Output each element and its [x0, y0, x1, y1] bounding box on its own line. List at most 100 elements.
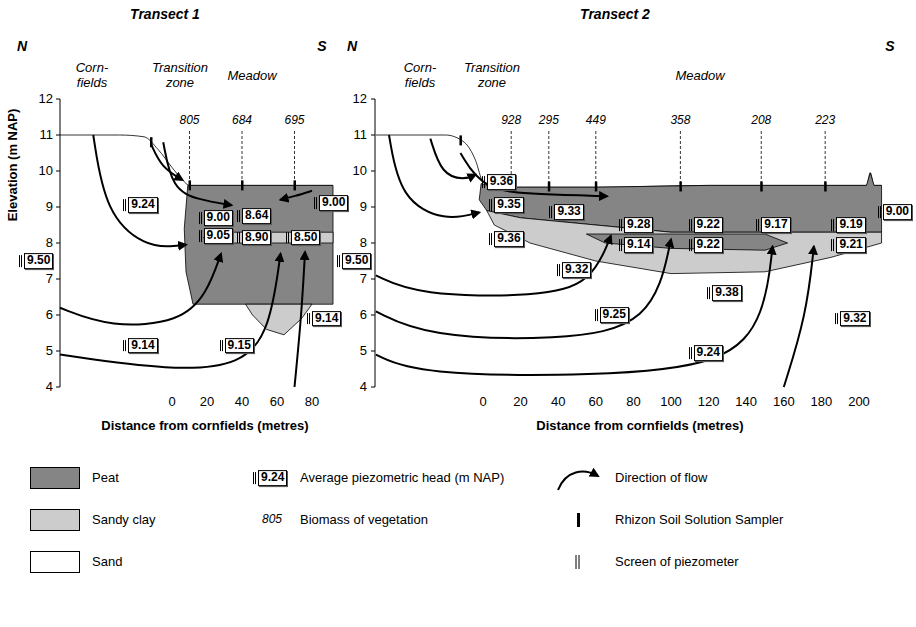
biomass-line — [189, 131, 190, 185]
axis-tick: 160 — [773, 395, 795, 410]
axis-tick: 40 — [551, 395, 565, 410]
peat-layer — [586, 234, 787, 250]
head-value: 9.36 — [497, 231, 520, 245]
zone-label: Transition zone — [453, 61, 531, 91]
axis-title: Elevation (m NAP) — [6, 109, 21, 222]
piezometer-head: 9.32 — [840, 311, 869, 327]
legend-text: Rhizon Soil Solution Sampler — [615, 513, 783, 528]
axis-tick: 11 — [354, 128, 368, 143]
flow-arrow — [93, 135, 186, 246]
head-value: 9.19 — [839, 217, 862, 231]
axis-tick-mark — [371, 387, 375, 388]
piezometer-head: 9.14 — [312, 311, 341, 327]
head-value: 9.22 — [697, 217, 720, 231]
head-value: 9.50 — [345, 253, 368, 267]
rhizon-sampler — [548, 181, 551, 191]
biomass-value: 358 — [669, 114, 691, 128]
sand-layer — [60, 135, 333, 387]
zone-label: Meadow — [227, 69, 276, 84]
axis-tick: 11 — [40, 128, 54, 143]
biomass-value: 449 — [585, 114, 607, 128]
piezometer-head: 9.50 — [342, 253, 371, 269]
piezometer-head: 9.22 — [694, 217, 723, 233]
piezometer-head: 9.15 — [225, 338, 254, 354]
biomass-value: 695 — [283, 114, 305, 128]
flow-arrow — [784, 247, 814, 387]
biomass-line — [548, 131, 549, 185]
flow-arrow — [60, 254, 221, 325]
head-value: 9.05 — [207, 228, 230, 242]
axis-tick-mark — [56, 315, 60, 316]
head-sample: 9.24 — [258, 470, 287, 486]
head-value: 9.38 — [715, 285, 738, 299]
piezometer-head: 9.14 — [624, 237, 653, 253]
head-value: 9.00 — [207, 210, 230, 224]
piezometer-head: 9.28 — [624, 217, 653, 233]
piezometer-head: 9.36 — [494, 231, 523, 247]
legend-text: Average piezometric head (m NAP) — [300, 471, 504, 486]
piezometer-head: 9.00 — [883, 204, 912, 220]
piezometer-head: 9.32 — [562, 262, 591, 278]
transect-title: Transect 1 — [130, 6, 200, 22]
axis-tick: 140 — [735, 395, 757, 410]
flow-arrow — [60, 254, 281, 368]
head-value: 9.33 — [557, 204, 580, 218]
axis-tick: 5 — [46, 344, 53, 359]
zone-label: Corn- fields — [398, 61, 442, 91]
head-value: 9.35 — [497, 197, 520, 211]
transect-title: N — [17, 38, 27, 54]
piezometer-head: 9.33 — [554, 204, 583, 220]
piezometer-head: 9.22 — [694, 237, 723, 253]
head-value: 9.28 — [627, 217, 650, 231]
axis-tick: 60 — [270, 395, 284, 410]
axis-title: Distance from cornfields (metres) — [536, 419, 743, 434]
legend-swatch — [30, 509, 80, 531]
piezometer-head: 9.19 — [836, 217, 865, 233]
piezometer-head: 9.00 — [319, 195, 348, 211]
flow-arrow — [295, 252, 306, 387]
head-value: 9.24 — [697, 345, 720, 359]
axis-tick: 4 — [46, 380, 53, 395]
axis-tick: 80 — [626, 395, 640, 410]
piezometer-head: 9.24 — [128, 197, 157, 213]
axis-tick-mark — [371, 171, 375, 172]
axis-tick: 6 — [46, 308, 53, 323]
legend-text: Sand — [92, 555, 122, 570]
piezometer-head: 9.35 — [494, 197, 523, 213]
axis-tick: 100 — [660, 395, 682, 410]
piezometer-head: 8.50 — [291, 230, 320, 246]
biomass-value: 805 — [261, 513, 283, 527]
axis-tick-mark — [56, 99, 60, 100]
peat-layer — [184, 185, 333, 304]
transect-title: S — [317, 38, 326, 54]
rhizon-sampler — [595, 181, 598, 191]
axis-title: Distance from cornfields (metres) — [101, 419, 308, 434]
head-value: 8.90 — [245, 230, 268, 244]
biomass-value: 805 — [178, 114, 200, 128]
zone-label: Transition zone — [141, 61, 219, 91]
transect-title: N — [347, 38, 357, 54]
flow-arrow — [376, 239, 671, 338]
biomass-line — [595, 131, 596, 185]
axis-tick-mark — [56, 135, 60, 136]
biomass-line — [825, 131, 826, 185]
flow-arrow — [430, 139, 475, 179]
piezometer-head: 9.21 — [836, 237, 865, 253]
head-value: 9.17 — [764, 217, 787, 231]
axis-tick-mark — [371, 351, 375, 352]
axis-tick-mark — [371, 243, 375, 244]
zone-label: Meadow — [675, 69, 724, 84]
legend-swatch — [30, 467, 80, 489]
flow-arrow-sample — [558, 472, 598, 490]
axis-tick: 7 — [46, 272, 53, 287]
biomass-value: 208 — [750, 114, 772, 128]
head-value: 9.14 — [131, 338, 154, 352]
piezometer-head: 9.38 — [712, 285, 741, 301]
axis-tick: 10 — [353, 164, 367, 179]
axis-tick: 180 — [811, 395, 833, 410]
axis-tick: 8 — [360, 236, 367, 251]
rhizon-sampler — [760, 181, 763, 191]
axis-tick-mark — [371, 207, 375, 208]
